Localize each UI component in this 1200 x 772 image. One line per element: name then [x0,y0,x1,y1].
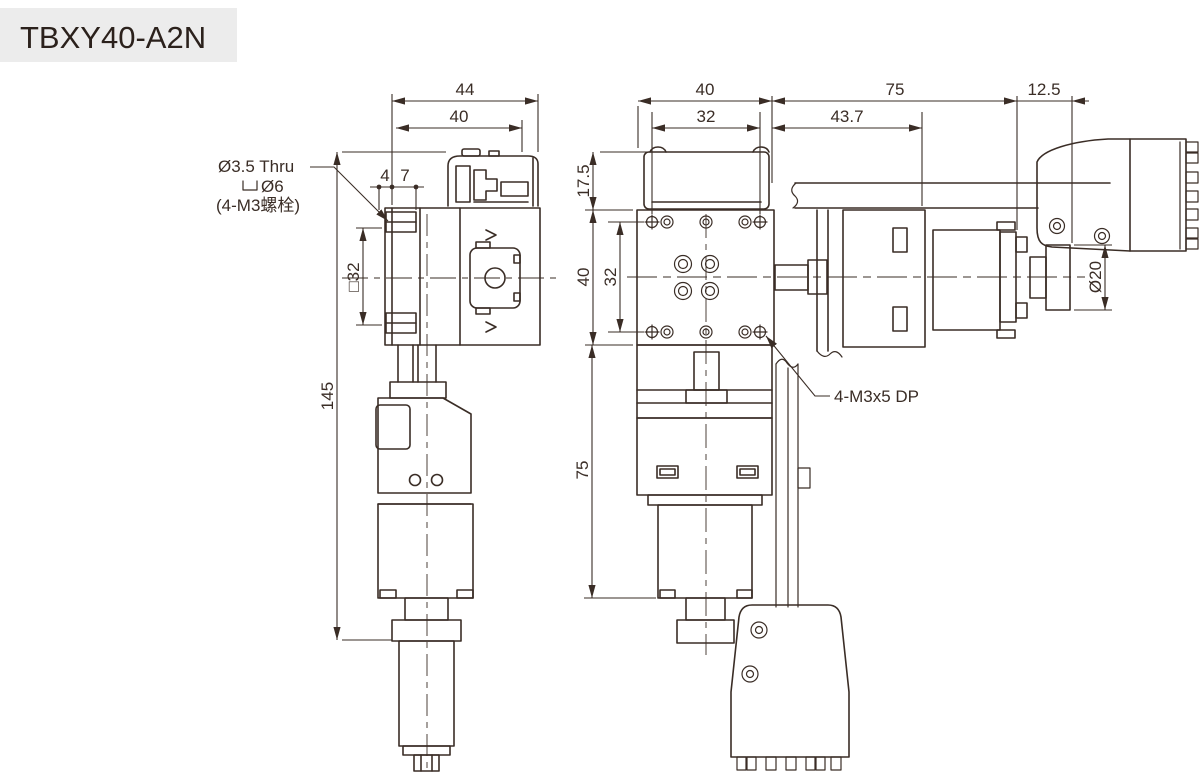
dim-front-knob-offset: 12.5 [1027,80,1060,99]
dim-side-base-width: 44 [456,80,475,99]
dim-side-table-square: □32 [344,262,363,291]
side-view: 44 40 4 7 □32 145 Ø3.5 Thru [216,80,556,772]
dim-side-table-width: 40 [450,107,469,126]
dim-front-stage-width: 40 [696,80,715,99]
front-bottom-connector [730,604,850,771]
dim-side-total-height: 145 [318,382,337,410]
dim-front-hole-pitch-y: 32 [601,268,620,287]
side-stage-body [384,207,541,346]
front-holes-center [673,254,720,301]
side-top-bracket [447,148,539,207]
dim-front-knob-dia: Ø20 [1086,261,1105,293]
counterbore-icon [242,180,258,191]
hole-note-leader [310,166,389,222]
dim-front-motor-length: 75 [886,80,905,99]
side-motor-bracket [375,397,472,505]
front-x-axis-assembly [774,182,1111,358]
bottom-connector-pins [736,756,842,771]
side-centerlines [342,214,556,768]
front-view: 40 75 12.5 32 43.7 17.5 40 [573,80,1199,771]
side-hole-note: Ø3.5 Thru Ø6 (4-M3螺栓) [216,157,389,222]
side-motor-body [377,503,474,599]
drawing-title: TBXY40-A2N [20,20,206,55]
front-right-connector [1036,138,1199,252]
title-background [0,8,237,62]
title-block: TBXY40-A2N [0,8,237,62]
tap-note: 4-M3x5 DP [834,387,919,406]
hole-note-cbore: Ø6 [261,177,284,196]
side-lower-shaft [391,597,462,772]
hole-note-line3: (4-M3螺栓) [216,196,300,215]
dim-front-hole-pitch-x: 32 [697,107,716,126]
front-top-table [643,146,770,210]
dim-front-lower-height: 75 [573,461,592,480]
front-dimensions: 40 75 12.5 32 43.7 17.5 40 [573,80,1112,599]
side-dimensions: 44 40 4 7 □32 145 [318,80,539,641]
side-neck [389,344,447,399]
front-stage-face [636,209,775,346]
dim-front-stage-height: 40 [574,268,593,287]
front-centerlines [627,214,1085,655]
right-connector-pins [1185,141,1199,250]
hole-note-line1: Ø3.5 Thru [218,157,294,176]
dim-front-top-height: 17.5 [574,164,593,197]
dim-side-hole-offset-b: 7 [400,166,409,185]
tap-note-leader [765,335,830,397]
dim-front-motor-offset: 43.7 [830,107,863,126]
dim-side-hole-offset-a: 4 [380,166,389,185]
front-lower-assembly [636,344,773,644]
front-arm-plate [775,358,811,608]
front-holes-bottom-row [644,324,768,340]
